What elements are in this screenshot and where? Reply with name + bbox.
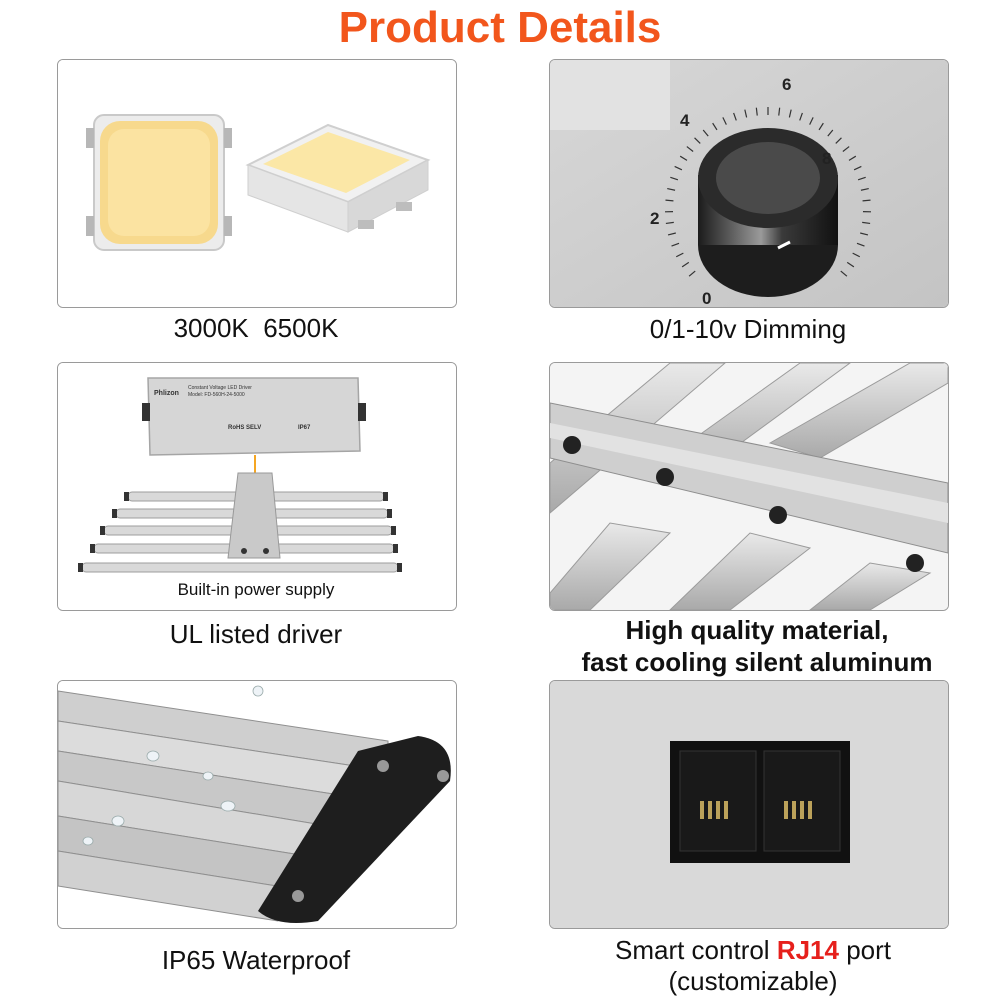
dial-tick bbox=[712, 122, 718, 131]
dial-tick bbox=[860, 232, 869, 236]
dial-mark-2: 2 bbox=[650, 209, 659, 228]
rj14-port-image bbox=[550, 681, 948, 928]
driver-caption: UL listed driver bbox=[169, 619, 343, 649]
dial-tick bbox=[694, 137, 701, 144]
dial-tick bbox=[733, 112, 737, 121]
dial-tick bbox=[670, 176, 679, 181]
dial-mark-8: 8 bbox=[822, 149, 831, 168]
rj14-caption-line1: Smart control RJ14 port bbox=[549, 934, 957, 966]
dimming-knob-panel: 0 2 4 6 8 bbox=[549, 59, 949, 308]
dial-tick bbox=[722, 117, 727, 125]
rj14-caption-line2: (customizable) bbox=[668, 966, 838, 996]
dial-tick bbox=[674, 165, 683, 171]
dial-tick bbox=[842, 146, 850, 152]
led-chips-image bbox=[58, 60, 456, 307]
dial-tick bbox=[860, 187, 869, 191]
dial-tick bbox=[853, 165, 862, 171]
dial-tick bbox=[846, 261, 855, 268]
dial-tick bbox=[848, 155, 857, 161]
driver-panel: Phlizon Constant Voltage LED Driver Mode… bbox=[57, 362, 457, 611]
dial-tick bbox=[827, 129, 834, 137]
driver-text-2: Model: FD-560H-24-5000 bbox=[188, 392, 245, 398]
driver-mark-rohs: RoHS bbox=[228, 425, 244, 431]
driver-mark-ip67: IP67 bbox=[298, 425, 311, 431]
dial-tick bbox=[778, 107, 781, 116]
dimming-caption: 0/1-10v Dimming bbox=[649, 314, 847, 344]
dial-tick bbox=[686, 146, 694, 152]
dial-tick bbox=[809, 117, 814, 125]
dial-tick bbox=[840, 270, 848, 277]
waterproof-caption: IP65 Waterproof bbox=[161, 945, 351, 975]
dial-tick bbox=[856, 242, 865, 247]
dial-tick bbox=[671, 242, 680, 247]
dial-tick bbox=[675, 252, 684, 258]
dial-tick bbox=[679, 155, 688, 161]
rj14-caption-accent: RJ14 bbox=[776, 935, 839, 965]
aluminum-caption-line2: fast cooling silent aluminum bbox=[581, 647, 933, 677]
aluminum-caption-line1: High quality material, bbox=[625, 615, 889, 645]
dial-tick bbox=[702, 129, 709, 137]
driver-text-1: Constant Voltage LED Driver bbox=[188, 385, 252, 391]
driver-mark-selv: SELV bbox=[246, 425, 261, 431]
aluminum-panel bbox=[549, 362, 949, 611]
dial-tick bbox=[862, 199, 871, 202]
dial-tick bbox=[667, 232, 676, 236]
waterproof-image bbox=[58, 681, 456, 928]
dial-tick bbox=[862, 221, 871, 225]
leds-caption: 3000K 6500K bbox=[173, 313, 339, 343]
dial-tick bbox=[818, 122, 824, 131]
dial-tick bbox=[852, 252, 861, 258]
dial-mark-6: 6 bbox=[782, 75, 791, 94]
dial-tick bbox=[755, 107, 758, 116]
dial-tick bbox=[744, 109, 748, 118]
dial-tick bbox=[681, 261, 690, 268]
aluminum-image bbox=[550, 363, 948, 610]
dial-tick bbox=[799, 112, 803, 121]
dial-tick bbox=[857, 176, 866, 181]
driver-brand: Phlizon bbox=[154, 390, 179, 397]
dial-mark-4: 4 bbox=[680, 111, 690, 130]
dial-tick bbox=[688, 270, 696, 277]
page-title: Product Details bbox=[338, 3, 662, 52]
driver-image: Phlizon Constant Voltage LED Driver Mode… bbox=[58, 363, 456, 610]
dial-tick bbox=[665, 199, 674, 202]
waterproof-panel bbox=[57, 680, 457, 929]
rj14-caption-post: port bbox=[838, 935, 891, 965]
dial-tick bbox=[667, 187, 676, 191]
rj14-panel bbox=[549, 680, 949, 929]
led-chips-panel bbox=[57, 59, 457, 308]
dial-tick bbox=[665, 221, 674, 225]
built-in-power-label: Built-in power supply bbox=[177, 580, 335, 599]
dial-mark-0: 0 bbox=[702, 289, 711, 307]
dial-tick bbox=[788, 109, 792, 118]
dimming-knob-image: 0 2 4 6 8 bbox=[550, 60, 948, 307]
rj14-caption-pre: Smart control bbox=[614, 935, 777, 965]
dial-tick bbox=[835, 137, 842, 144]
